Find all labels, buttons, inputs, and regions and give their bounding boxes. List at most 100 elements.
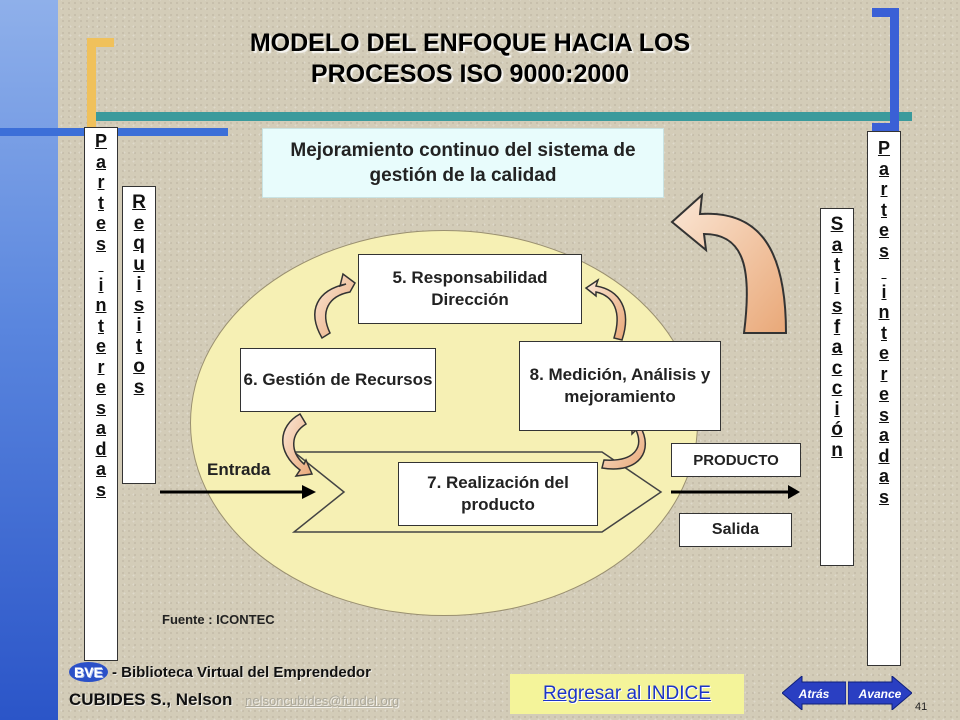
back-to-index-label: Regresar al INDICE (543, 683, 711, 704)
arrow-left-icon (782, 676, 846, 710)
vertical-letter: n (831, 439, 843, 461)
author-email-link[interactable]: nelsoncubides@fundel.org (245, 693, 400, 708)
vertical-letter: n (95, 295, 107, 315)
vertical-letter: e (95, 213, 106, 233)
vertical-letter: i (881, 281, 887, 302)
cycle-arrow-responsibility-to-resources (314, 272, 356, 340)
vertical-letter: i (98, 274, 104, 295)
vertical-letter: s (133, 294, 145, 316)
vertical-letter: i (136, 274, 142, 295)
product-realization-box: 7. Realización del producto (398, 462, 598, 526)
vertical-letter: i (834, 275, 840, 297)
vertical-letter: a (95, 151, 106, 172)
library-name: - Biblioteca Virtual del Emprendedor (111, 664, 371, 681)
vertical-letter: d (878, 445, 890, 466)
cycle-arrow-measurement-to-responsibility (584, 278, 627, 341)
vertical-letter: P (877, 138, 890, 158)
vertical-letter: r (880, 179, 888, 199)
vertical-letter: t (881, 199, 887, 220)
vertical-letter: s (878, 404, 889, 425)
output-label: Salida (711, 521, 760, 538)
vertical-letter: a (878, 158, 889, 179)
forward-button[interactable]: Avance (848, 676, 912, 710)
continuous-improvement-box: Mejoramiento continuo del sistema de ges… (262, 128, 664, 198)
vertical-letter: o (133, 356, 145, 377)
vertical-letter: a (95, 418, 106, 438)
vertical-letter: t (135, 335, 143, 357)
vertical-letter: ó (831, 419, 843, 440)
output-box: Salida (679, 513, 792, 547)
vertical-letter: t (98, 315, 104, 336)
vertical-letter: r (97, 172, 105, 192)
vertical-letter: i (136, 315, 142, 336)
back-button-label: Atrás (798, 687, 830, 701)
continuous-improvement-label: Mejoramiento continuo del sistema de ges… (290, 140, 636, 186)
source-note: Fuente : ICONTEC (162, 612, 275, 627)
back-button[interactable]: Atrás (782, 676, 846, 710)
vertical-letter: i (834, 398, 840, 420)
improvement-return-arrow (670, 192, 788, 334)
vertical-letter: s (878, 486, 889, 507)
measurement-box: 8. Medición, Análisis y mejoramiento (519, 341, 721, 431)
vertical-letter: P (94, 131, 107, 151)
vertical-letter: e (133, 212, 145, 234)
footer-library-line: BVE - Biblioteca Virtual del Emprendedor (69, 662, 371, 682)
vertical-letter: d (95, 438, 107, 459)
vertical-letter: e (95, 336, 106, 356)
responsibility-box: 5. Responsabilidad Dirección (358, 254, 582, 324)
vertical-letter: s (95, 397, 106, 418)
input-label: Entrada (207, 460, 271, 479)
vertical-letter: R (132, 192, 146, 213)
vertical-letter: e (878, 343, 889, 363)
author-name: CUBIDES S., Nelson (69, 690, 233, 709)
product-label: PRODUCTO (693, 451, 779, 469)
vertical-letter: n (878, 302, 890, 322)
vertical-letter: q (133, 233, 145, 254)
vertical-letter: a (831, 234, 843, 256)
arrow-right-icon (848, 676, 912, 710)
vertical-letter: s (95, 233, 106, 254)
footer-author-line: CUBIDES S., Nelson nelsoncubides@fundel.… (69, 690, 399, 710)
vertical-letter: a (878, 466, 889, 486)
title-line-1: MODELO DEL ENFOQUE HACIA LOS (249, 29, 691, 57)
vertical-letter: e (95, 377, 106, 397)
vertical-letter: c (831, 357, 843, 379)
product-box: PRODUCTO (671, 443, 801, 477)
title-line-2: PROCESOS ISO 9000:2000 (310, 60, 630, 88)
vertical-letter: t (881, 322, 887, 343)
forward-button-label: Avance (858, 687, 902, 701)
vertical-letter: a (831, 337, 843, 358)
vertical-letter: u (133, 253, 145, 275)
cycle-arrow-resources-to-realization (282, 412, 314, 477)
page-number: 41 (915, 701, 928, 713)
teal-rule (90, 112, 912, 121)
vertical-letter: a (95, 459, 106, 479)
vertical-letter: s (878, 240, 889, 261)
product-realization-label: 7. Realización del producto (427, 473, 569, 514)
vertical-letter: s (133, 376, 145, 398)
output-arrowhead (788, 485, 800, 499)
vertical-letter: t (833, 255, 841, 276)
blue-bracket-decoration (872, 8, 899, 132)
resource-management-label: 6. Gestión de Recursos (243, 370, 433, 389)
vertical-letter: s (831, 296, 843, 317)
vertical-letter: r (97, 356, 105, 377)
vertical-letter: c (831, 378, 843, 399)
responsibility-label: 5. Responsabilidad Dirección (392, 268, 548, 309)
vertical-letter: a (878, 425, 889, 445)
vertical-letter: r (880, 363, 888, 384)
vertical-letter: e (878, 384, 889, 404)
vertical-letter: f (833, 316, 841, 338)
vertical-letter: t (98, 192, 104, 213)
left-sidebar-bar (0, 0, 58, 720)
vertical-letter: e (878, 220, 889, 240)
resource-management-box: 6. Gestión de Recursos (240, 348, 436, 412)
slide-title: MODELO DEL ENFOQUE HACIA LOS PROCESOS IS… (160, 28, 780, 90)
back-to-index-button[interactable]: Regresar al INDICE (510, 674, 744, 714)
